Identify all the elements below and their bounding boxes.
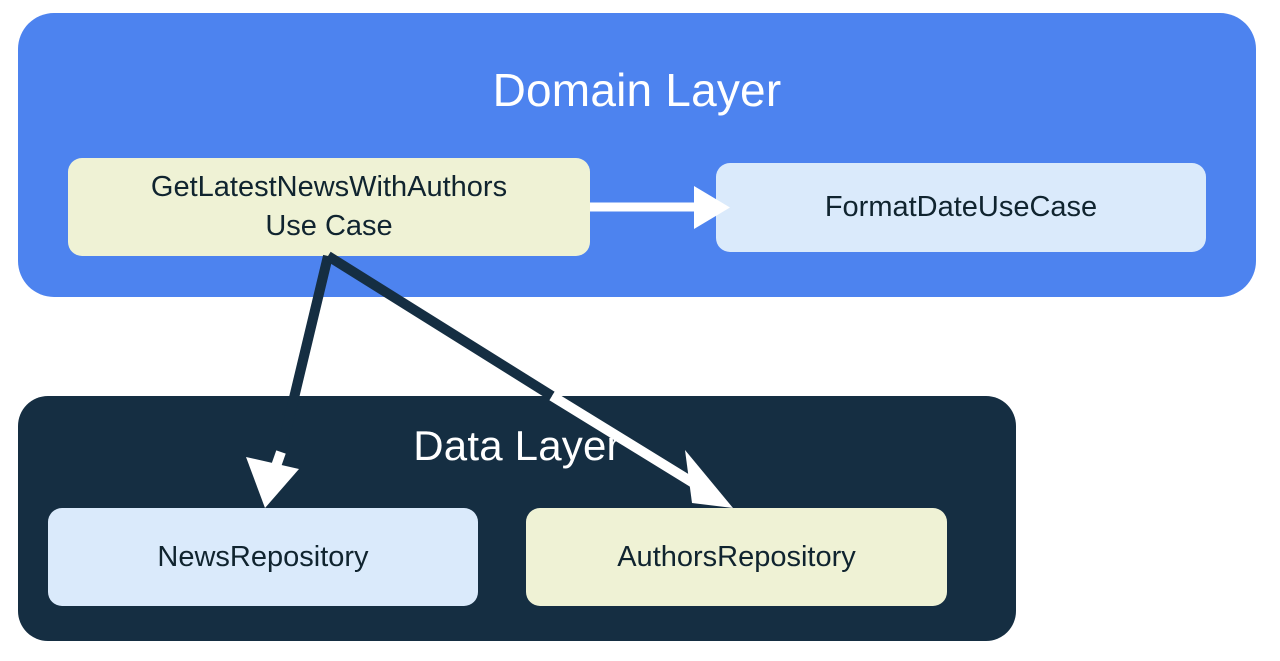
domain-layer-title: Domain Layer [492,64,782,116]
node-format-date-use-case[interactable]: FormatDateUseCase [716,163,1206,252]
data-layer-title: Data Layer [413,422,621,469]
node-news-repository[interactable]: NewsRepository [48,508,478,606]
node-authors-repository[interactable]: AuthorsRepository [526,508,947,606]
node-get-latest-news-with-authors-use-case[interactable]: GetLatestNewsWithAuthors Use Case [68,158,590,256]
